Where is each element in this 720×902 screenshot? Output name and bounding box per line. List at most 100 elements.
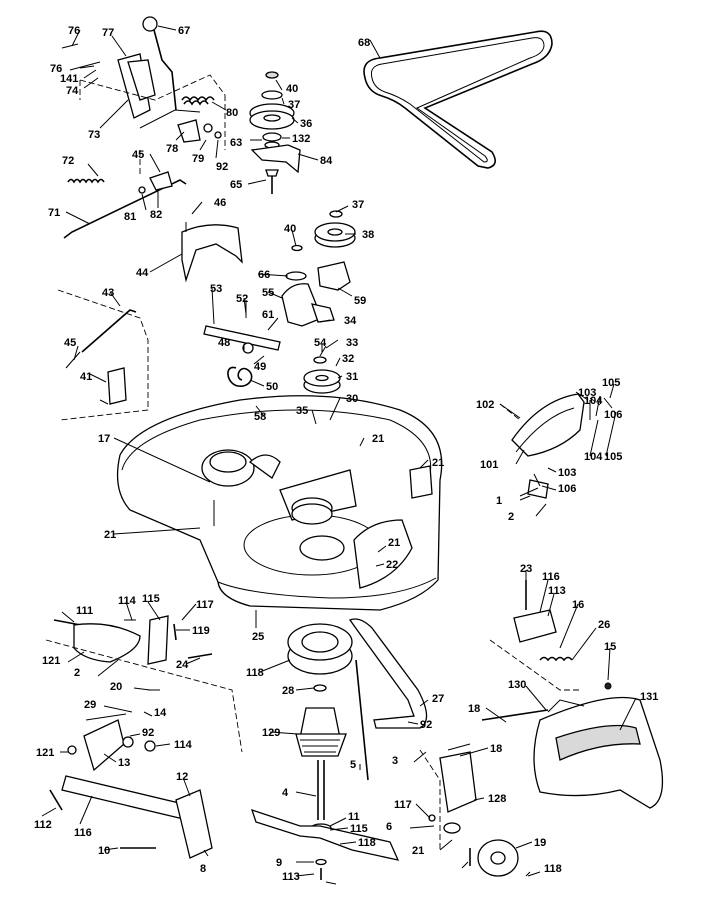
callout-label: 48 [218,337,230,349]
callout-label: 44 [136,267,149,279]
callout-label: 115 [350,823,368,835]
callout-label: 41 [80,371,92,383]
callout-label: 45 [132,149,144,161]
callout-label: 121 [36,747,54,759]
callout-label: 6 [386,821,392,833]
callout-label: 68 [358,37,370,49]
callout-label: 121 [42,655,60,667]
callout-label: 106 [558,483,576,495]
callout-label: 12 [176,771,188,783]
drive-belt [363,30,553,169]
callout-label: 29 [84,699,96,711]
callout-label: 15 [604,641,616,653]
callout-label: 92 [142,727,154,739]
callout-label: 102 [476,399,494,411]
left-bracket-parts [45,615,243,753]
callout-label: 130 [508,679,526,691]
callout-label: 8 [200,863,206,875]
callout-label: 34 [344,315,357,327]
callout-label: 37 [352,199,364,211]
spring-80 [181,96,215,106]
callout-label: 115 [142,593,160,605]
callout-label: 49 [254,361,266,373]
callout-label: 40 [286,83,298,95]
callout-label: 114 [174,739,193,751]
callout-label: 103 [558,467,576,479]
callout-label: 43 [102,287,114,299]
callout-label: 58 [254,411,266,423]
callout-label: 26 [598,619,610,631]
callout-label: 132 [292,133,310,145]
callout-label: 16 [572,599,584,611]
callout-label: 21 [388,537,400,549]
callout-label: 55 [262,287,274,299]
callout-label: 11 [348,811,360,823]
callout-label: 46 [214,197,226,209]
callout-label: 105 [602,377,620,389]
callout-label: 20 [110,681,122,693]
callout-label: 104 [584,395,603,407]
callout-label: 128 [488,793,506,805]
callout-label: 76 [68,25,80,37]
callout-label: 129 [262,727,280,739]
callout-label: 61 [262,309,274,321]
callout-label: 116 [542,571,560,583]
callout-label: 71 [48,207,60,219]
callout-label: 32 [342,353,354,365]
leader-lines [41,25,637,885]
callout-label: 119 [192,625,210,637]
callout-label: 131 [640,691,658,703]
callout-label: 118 [544,863,562,875]
callout-label: 30 [346,393,358,405]
callout-label: 28 [282,685,294,697]
callout-label: 18 [490,743,502,755]
callout-label: 118 [358,837,376,849]
callout-label: 76 [50,63,62,75]
callout-label: 92 [216,161,228,173]
callout-label: 18 [468,703,480,715]
callout-label: 36 [300,118,312,130]
callout-label: 19 [534,837,546,849]
callout-label: 38 [362,229,374,241]
callout-label: 21 [432,457,444,469]
callout-label: 21 [412,845,424,857]
callout-label: 66 [258,269,270,281]
callout-label: 105 [604,451,622,463]
callout-label: 118 [246,667,264,679]
idler-assembly [281,210,356,327]
callout-label: 2 [74,667,80,679]
callout-label: 141 [60,73,78,85]
callout-label: 17 [98,433,110,445]
callout-label: 74 [66,85,79,97]
lower-left-brackets [49,713,213,859]
callout-label: 13 [118,757,130,769]
callout-label: 113 [548,585,566,597]
callout-label: 5 [350,759,356,771]
callout-label: 4 [282,787,289,799]
callout-label: 78 [166,143,178,155]
callout-label: 3 [392,755,398,767]
discharge-chute [481,682,664,809]
callout-label: 14 [154,707,167,719]
callout-label: 116 [74,827,92,839]
callout-label: 40 [284,223,296,235]
callout-label: 112 [34,819,52,831]
callout-label: 65 [230,179,242,191]
callout-label: 27 [432,693,444,705]
callout-label: 92 [420,719,432,731]
callout-label: 81 [124,211,136,223]
callout-label: 31 [346,371,358,383]
callout-label: 22 [386,559,398,571]
callout-label: 73 [88,129,100,141]
callout-label: 63 [230,137,242,149]
mower-deck [116,395,443,611]
callout-label: 37 [288,99,300,111]
callout-label: 104 [584,451,603,463]
callout-label: 21 [104,529,116,541]
callout-label: 23 [520,563,532,575]
callout-label: 72 [62,155,74,167]
callout-label: 82 [150,209,162,221]
callout-label: 103 [578,387,596,399]
callout-label: 33 [346,337,358,349]
